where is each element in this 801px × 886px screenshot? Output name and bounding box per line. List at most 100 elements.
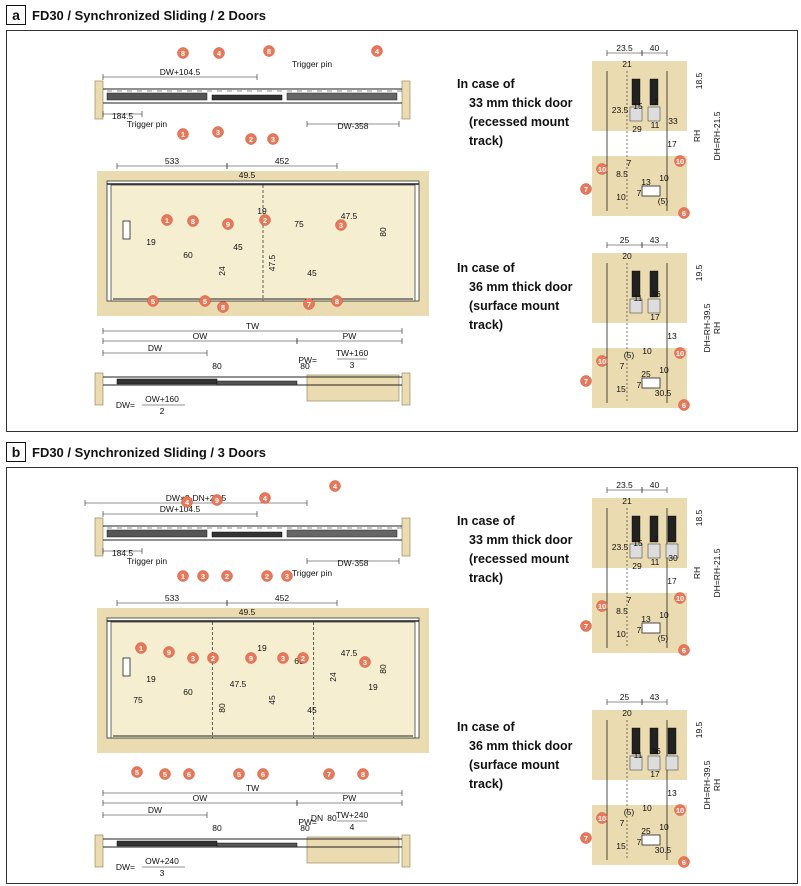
callout-number: 6 xyxy=(261,770,265,779)
callout-marker xyxy=(213,47,225,59)
dimension-label: 49.5 xyxy=(239,170,256,180)
drawing-shape xyxy=(94,80,104,120)
dimension-label: 21 xyxy=(622,59,632,69)
dimension-label: 45 xyxy=(307,268,317,278)
drawing-shape xyxy=(592,593,687,653)
dimension-label: 43 xyxy=(650,692,660,702)
callout-marker xyxy=(199,295,211,307)
dimension-label: Trigger pin xyxy=(292,59,333,69)
dimension-label: 7 xyxy=(637,188,642,198)
callout-number: 8 xyxy=(267,47,271,56)
dimension-label: 60 xyxy=(183,687,193,697)
dimension-label: PW xyxy=(343,331,357,341)
callout-number: 8 xyxy=(221,303,225,312)
dimension-label: 15 xyxy=(633,538,643,548)
callout-marker xyxy=(359,656,371,668)
callout-number: 10 xyxy=(676,594,684,603)
dimension-label: 452 xyxy=(275,156,289,166)
dimension-label: 24 xyxy=(328,672,338,682)
callout-number: 10 xyxy=(598,602,606,611)
dimension-label: 30.5 xyxy=(655,388,672,398)
dimension-label: 17 xyxy=(650,312,660,322)
dimension-label: PW= xyxy=(298,355,317,365)
callout-number: 7 xyxy=(584,622,588,631)
dimension-label: 13 xyxy=(641,614,651,624)
callout-marker xyxy=(263,45,275,57)
callout-marker xyxy=(678,856,690,868)
drawing-shape xyxy=(94,834,104,868)
dimension-label: DW xyxy=(148,343,162,353)
dimension-label: 17 xyxy=(667,139,677,149)
dimension-label: 7 xyxy=(637,625,642,635)
callout-number: 2 xyxy=(301,654,305,663)
callout-marker xyxy=(159,768,171,780)
drawing-shape xyxy=(629,106,643,122)
callout-number: 6 xyxy=(187,770,191,779)
callout-number: 7 xyxy=(327,770,331,779)
drawing-shape xyxy=(649,78,659,106)
callout-marker xyxy=(678,399,690,411)
drawing-shape xyxy=(641,622,661,634)
dimension-label: 11 xyxy=(651,557,660,567)
dimension-label: 10 xyxy=(616,192,626,202)
callout-number: 6 xyxy=(682,646,686,655)
callout-number: 3 xyxy=(216,128,220,137)
dimension-label: 33 xyxy=(668,116,678,126)
dimension-label: 18.5 xyxy=(694,72,704,89)
dimension-label: 19 xyxy=(368,682,378,692)
callout-number: 3 xyxy=(363,658,367,667)
dimension-label: DW= xyxy=(116,862,135,872)
dimension-label: 29 xyxy=(632,124,642,134)
dimension-label: 30.5 xyxy=(655,845,672,855)
dimension-label: 19 xyxy=(257,206,267,216)
dimension-label: 17 xyxy=(650,769,660,779)
drawing-shape xyxy=(629,755,643,771)
dimension-label: 75 xyxy=(133,695,143,705)
callout-marker xyxy=(596,163,608,175)
drawing-shape xyxy=(401,80,411,120)
dimension-label: RH xyxy=(712,322,722,334)
case-33mm-label: In case of 33 mm thick door (recessed mo… xyxy=(457,514,573,585)
callout-marker xyxy=(674,804,686,816)
callout-marker xyxy=(181,496,193,508)
dimension-label: 452 xyxy=(275,593,289,603)
callout-marker xyxy=(331,295,343,307)
callout-marker xyxy=(177,128,189,140)
case-36mm-label: In case of 36 mm thick door (surface mou… xyxy=(457,261,573,332)
dimension-label: 11 xyxy=(634,293,643,303)
callout-number: 9 xyxy=(167,648,171,657)
dimension-label: 80 xyxy=(217,703,227,713)
callout-marker xyxy=(674,347,686,359)
dimension-label: 43 xyxy=(650,235,660,245)
callout-marker xyxy=(303,298,315,310)
dimension-label: 184.5 xyxy=(112,111,134,121)
dimension-label: 80 xyxy=(378,227,388,237)
dimension-label: 13 xyxy=(667,331,677,341)
callout-number: 3 xyxy=(271,135,275,144)
drawing-shape xyxy=(629,298,643,314)
dimension-label: 20 xyxy=(622,251,632,261)
dimension-label: 7 xyxy=(627,158,632,168)
callout-number: 1 xyxy=(139,644,143,653)
drawing-shape xyxy=(641,185,661,197)
callout-number: 7 xyxy=(584,185,588,194)
dimension-label: 25 xyxy=(641,369,651,379)
dimension-label: 47.5 xyxy=(341,211,358,221)
dimension-label: 47.5 xyxy=(341,648,358,658)
dimension-label: 30 xyxy=(668,553,678,563)
callout-marker xyxy=(596,812,608,824)
drawing-shape xyxy=(649,727,659,755)
drawing-shape xyxy=(592,156,687,216)
dimension-label: 10 xyxy=(642,346,652,356)
drawing-shape xyxy=(106,92,208,101)
dimension-label: 80 xyxy=(327,813,337,823)
dimension-label: 45 xyxy=(267,695,277,705)
callout-number: 9 xyxy=(215,496,219,505)
drawing-shape xyxy=(116,840,218,847)
dimension-label: 184.5 xyxy=(112,548,134,558)
dimension-label: DH=RH-21.5 xyxy=(712,548,722,597)
callout-marker xyxy=(678,207,690,219)
callout-number: 3 xyxy=(339,221,343,230)
dimension-label: 23.5 xyxy=(612,542,629,552)
